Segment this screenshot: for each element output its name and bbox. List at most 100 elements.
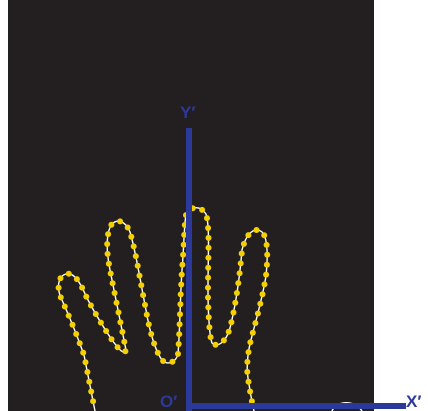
contour-point (205, 254, 212, 261)
contour-point (57, 275, 64, 282)
contour-point (264, 251, 271, 258)
contour-point (87, 302, 94, 309)
contour-point (245, 232, 252, 239)
contour-point (90, 398, 97, 405)
contour-point (105, 260, 112, 267)
contour-point (240, 240, 247, 247)
contour-point (86, 378, 93, 385)
contour-point (205, 225, 212, 231)
contour-point (245, 349, 252, 356)
contour-point (142, 301, 148, 308)
contour-point (244, 368, 251, 375)
contour-point (108, 221, 115, 228)
contour-point (109, 280, 116, 287)
contour-point (154, 349, 161, 356)
contour-point (259, 291, 266, 298)
contour-point (122, 348, 129, 355)
contour-point (57, 294, 64, 301)
contour-point (160, 358, 167, 364)
contour-point (92, 311, 99, 317)
contour-point (65, 312, 72, 319)
contour-point (205, 244, 212, 251)
contour-point (82, 359, 89, 366)
contour-point (148, 331, 155, 337)
contour-point (257, 300, 264, 307)
contour-point (253, 227, 260, 233)
contour-point (244, 358, 251, 365)
contour-point (55, 284, 62, 291)
contour-point (108, 336, 115, 343)
contour-point (114, 344, 121, 351)
contour-point (117, 319, 124, 326)
contour-point (175, 341, 182, 347)
contour-point (205, 264, 212, 271)
contour-point (105, 231, 112, 238)
contour-point (261, 281, 268, 288)
contour-point (119, 328, 126, 335)
contour-point (73, 276, 80, 283)
contour-point (230, 309, 237, 316)
contour-point (121, 338, 128, 345)
contour-point (69, 321, 76, 328)
contour-point (76, 340, 83, 347)
contour-point (180, 241, 187, 248)
contour-point (236, 270, 243, 277)
contour-point (132, 253, 139, 260)
contour-point (206, 324, 213, 331)
contour-point (204, 215, 210, 222)
contour-point (205, 234, 212, 241)
contour-point (104, 241, 111, 247)
contour-point (225, 328, 232, 335)
contour-point (111, 290, 118, 296)
contour-point (235, 280, 242, 287)
contour-point (169, 358, 176, 365)
contour-point (263, 271, 270, 278)
contour-point (177, 301, 184, 308)
contour-point (180, 251, 187, 258)
contour-point (178, 271, 185, 278)
contour-point (220, 337, 227, 344)
contour-point (103, 328, 110, 334)
y-axis-label: Y′ (180, 103, 195, 122)
contour-point (199, 206, 206, 213)
contour-point (177, 291, 184, 298)
contour-point (252, 320, 259, 327)
contour-point (205, 284, 211, 291)
contour-point (140, 292, 147, 299)
contour-point (212, 341, 219, 348)
contour-point (145, 321, 152, 328)
contour-point (61, 303, 68, 310)
contour-point (245, 378, 252, 385)
contour-point (104, 250, 111, 257)
contour-point (83, 293, 90, 300)
contour-point (238, 250, 245, 257)
contour-point (124, 224, 131, 231)
x-axis-label: X′ (406, 392, 421, 411)
contour-point (117, 218, 124, 225)
contour-point (205, 274, 212, 281)
contour-point (176, 321, 183, 328)
contour-point (261, 232, 268, 239)
contour-point (181, 231, 188, 238)
contour-point (79, 284, 86, 291)
contour-point (237, 260, 244, 267)
x-axis-line (186, 403, 406, 409)
contour-point (73, 331, 80, 337)
contour-point (233, 290, 240, 296)
contour-point (113, 299, 120, 306)
contour-point (176, 331, 183, 338)
contour-point (136, 272, 143, 279)
contour-point (205, 294, 211, 301)
contour-point (247, 339, 254, 346)
contour-point (232, 299, 239, 306)
contour-point (88, 388, 95, 395)
contour-point (97, 319, 104, 326)
contour-point (138, 282, 145, 289)
contour-point (228, 319, 235, 326)
contour-point (263, 261, 270, 268)
contour-point (177, 311, 183, 318)
contour-point (65, 270, 72, 277)
contour-point (151, 340, 158, 347)
y-axis-line (186, 128, 192, 411)
